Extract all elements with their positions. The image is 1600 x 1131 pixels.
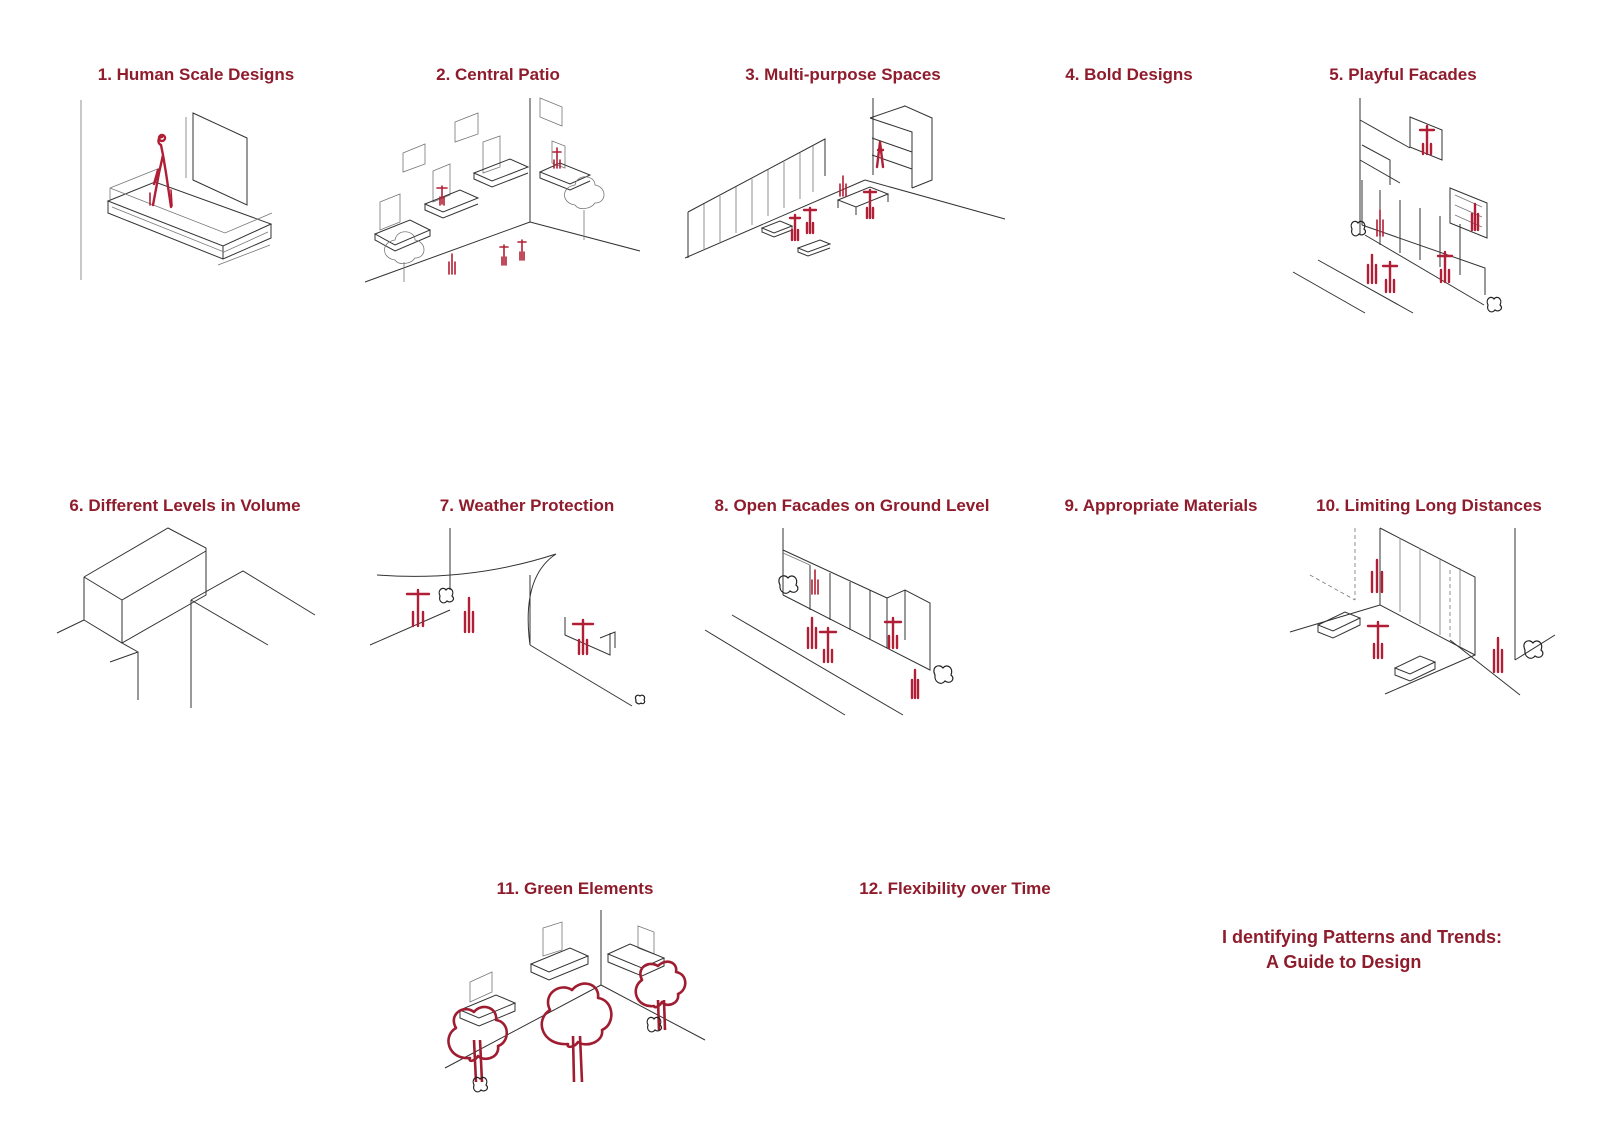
panel-3-drawing xyxy=(684,98,1006,259)
panel-title-6: 6. Different Levels in Volume xyxy=(69,496,300,515)
panel-title-10: 10. Limiting Long Distances xyxy=(1316,496,1542,515)
panel-10-drawing xyxy=(1289,527,1556,696)
panel-1-drawing xyxy=(80,100,273,280)
panel-title-11: 11. Green Elements xyxy=(497,879,654,898)
panel-8-drawing xyxy=(704,528,954,716)
panel-7-drawing xyxy=(369,528,646,707)
panel-11-drawing xyxy=(444,910,706,1093)
subtitle-line-1: I dentifying Patterns and Trends: xyxy=(1222,927,1503,947)
panel-title-1: 1. Human Scale Designs xyxy=(98,65,295,84)
panel-2-drawing xyxy=(364,97,641,283)
panel-6-drawing xyxy=(56,527,316,708)
poster-subtitle: I dentifying Patterns and Trends: A Guid… xyxy=(1222,925,1502,975)
panel-title-5: 5. Playful Facades xyxy=(1329,65,1476,84)
panel-title-3: 3. Multi-purpose Spaces xyxy=(745,65,941,84)
subtitle-line-2: A Guide to Design xyxy=(1266,952,1422,972)
person-icon xyxy=(151,135,173,209)
panel-5-drawing xyxy=(1292,98,1503,314)
panel-title-2: 2. Central Patio xyxy=(436,65,560,84)
panel-title-12: 12. Flexibility over Time xyxy=(859,879,1051,898)
panel-title-7: 7. Weather Protection xyxy=(440,496,614,515)
tree-icon xyxy=(540,982,613,1083)
tree-icon xyxy=(447,1005,509,1083)
panel-title-9: 9. Appropriate Materials xyxy=(1064,496,1257,515)
panel-title-8: 8. Open Facades on Ground Level xyxy=(715,496,990,515)
tree-icon xyxy=(634,960,687,1031)
panel-title-4: 4. Bold Designs xyxy=(1065,65,1193,84)
